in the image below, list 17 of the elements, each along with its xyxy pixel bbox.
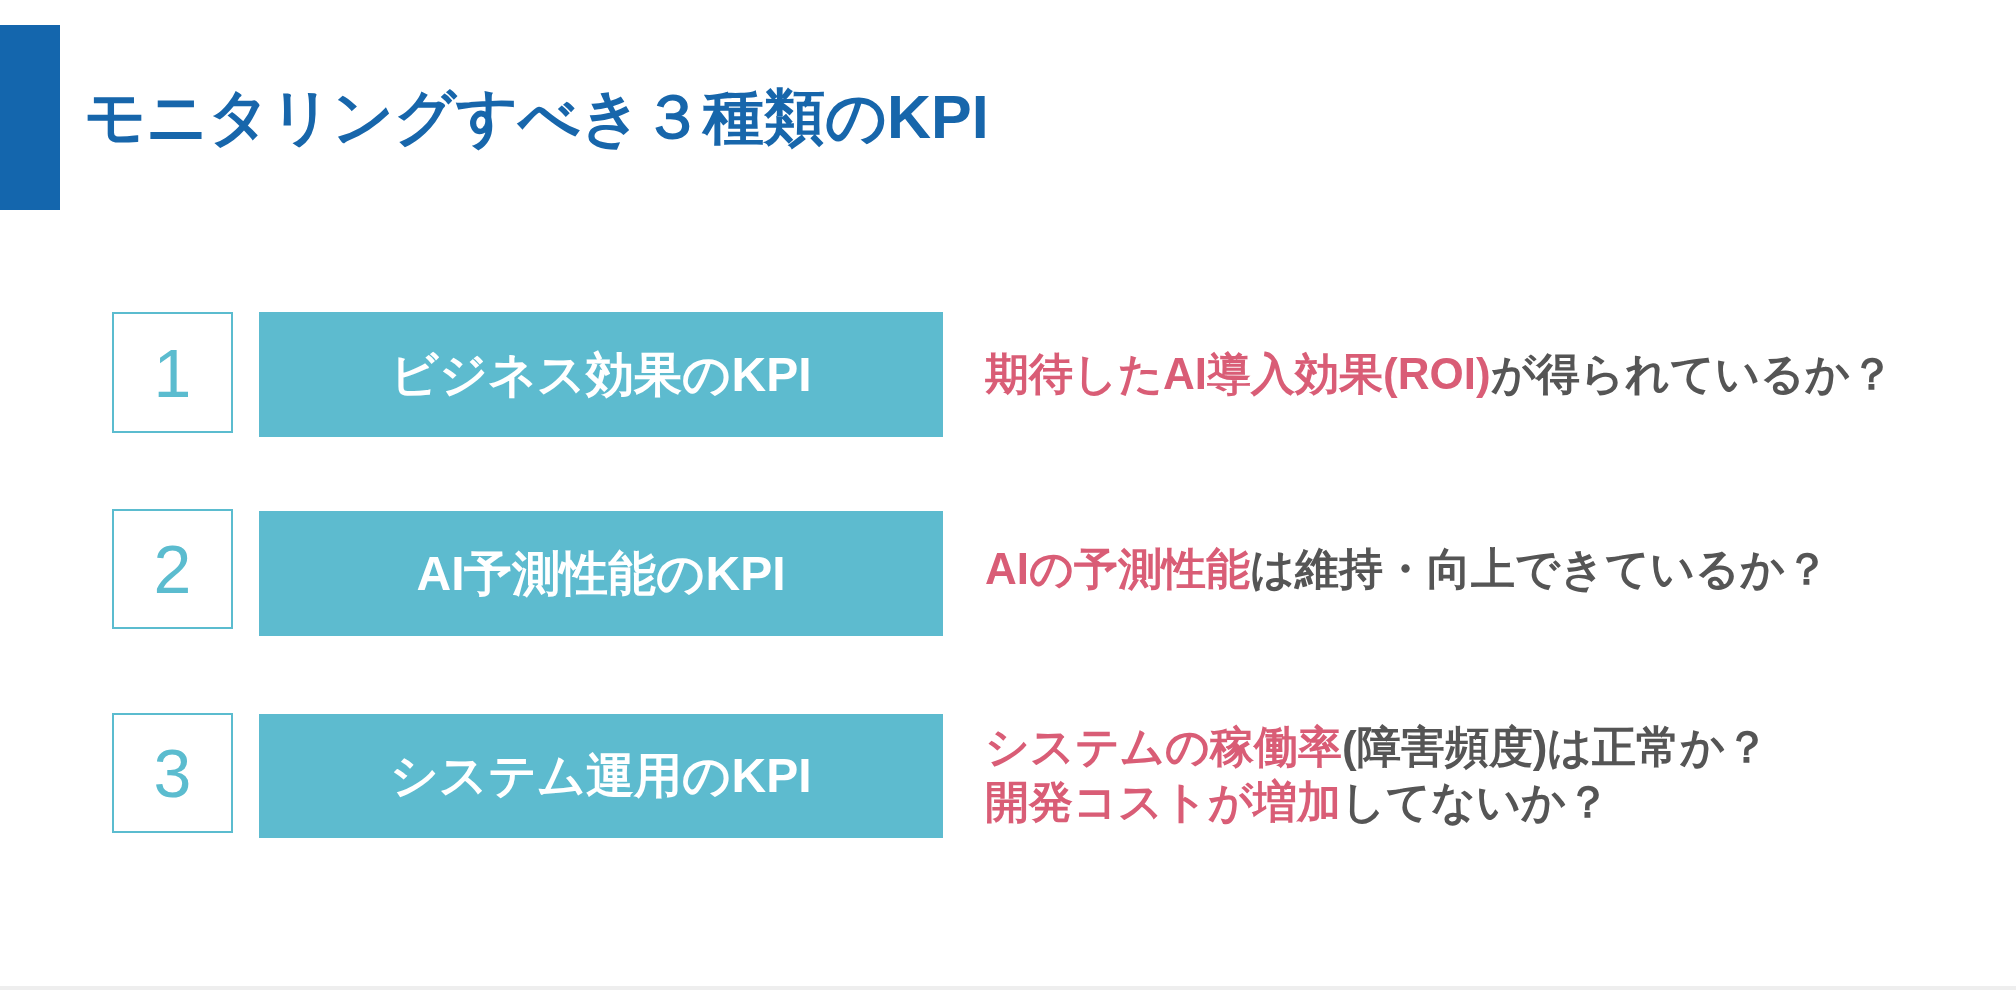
kpi-category-title: AI予測性能のKPI bbox=[416, 545, 786, 602]
step-number: 2 bbox=[153, 535, 192, 603]
page-title: モニタリングすべき３種類のKPI bbox=[84, 81, 989, 153]
kpi-category-box bbox=[259, 511, 943, 636]
kpi-question: 期待したAI導入効果(ROI)が得られているか？ bbox=[985, 348, 1894, 400]
kpi-question: 開発コストが増加してないか？ bbox=[985, 776, 1610, 828]
kpi-question: AIの予測性能は維持・向上できているか？ bbox=[985, 543, 1829, 595]
step-number: 3 bbox=[153, 739, 192, 807]
step-number-box bbox=[112, 509, 233, 629]
step-number-box bbox=[112, 312, 233, 433]
kpi-category-title: システム運用のKPI bbox=[390, 748, 812, 804]
kpi-category-title: ビジネス効果のKPI bbox=[390, 346, 812, 403]
kpi-category-box bbox=[259, 714, 943, 838]
kpi-category-box bbox=[259, 312, 943, 437]
step-number: 1 bbox=[153, 338, 192, 407]
kpi-question: システムの稼働率(障害頻度)は正常か？ bbox=[985, 721, 1770, 773]
step-number-box bbox=[112, 713, 233, 833]
